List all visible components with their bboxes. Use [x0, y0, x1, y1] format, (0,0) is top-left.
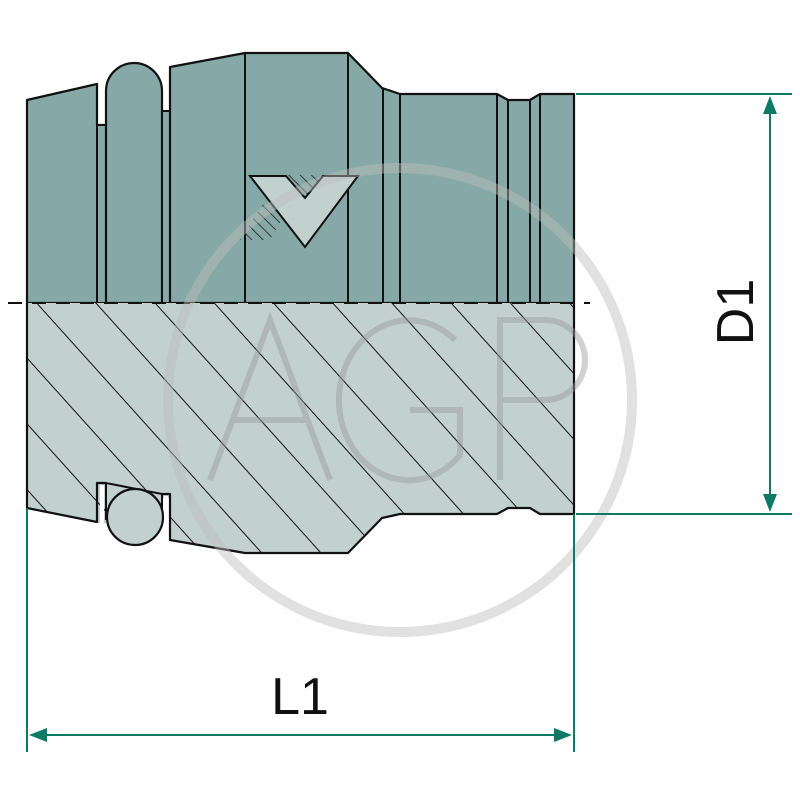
d1-label: D1 [707, 279, 765, 345]
exterior-view-upper-half [25, 51, 576, 305]
feature-lines-upper [244, 53, 541, 303]
groove-floor-right [161, 110, 171, 304]
l1-label: L1 [271, 668, 329, 726]
arrow-down-icon [763, 494, 777, 512]
o-ring-section [105, 487, 165, 547]
groove-floor-left [96, 124, 107, 304]
dimension-d1 [576, 93, 792, 515]
watermark-agp [163, 163, 637, 637]
dimension-l1 [26, 508, 575, 752]
o-ring-exterior [104, 61, 164, 305]
sleeve-exterior [168, 51, 576, 305]
arrow-up-icon [763, 96, 777, 114]
body-exterior [25, 82, 108, 305]
section-view-lower-half [25, 303, 576, 555]
surface-finish-symbol-icon [240, 175, 360, 249]
arrow-right-icon [554, 728, 572, 742]
arrow-left-icon [29, 728, 47, 742]
